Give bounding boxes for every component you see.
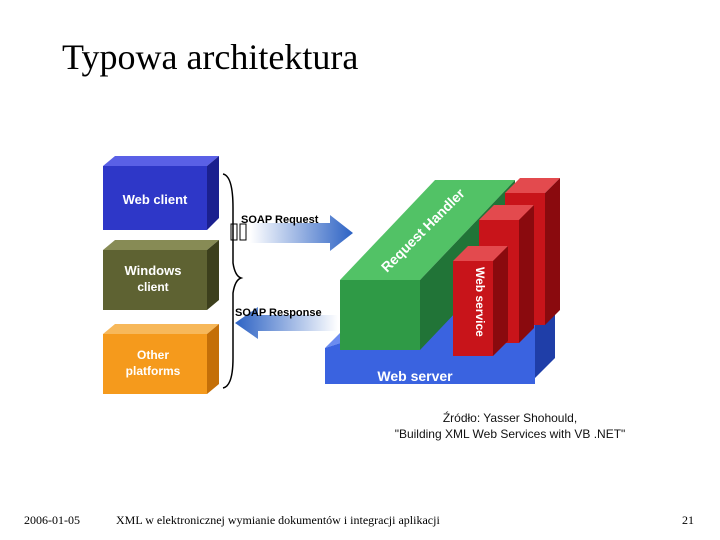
soap-response-label: SOAP Response	[235, 307, 322, 319]
web-server-label: Web server	[377, 368, 453, 384]
windows-client-label-2: client	[137, 280, 168, 294]
source-line-2: "Building XML Web Services with VB .NET"	[394, 427, 626, 441]
web-service-block-front: Web service	[453, 246, 508, 356]
other-platforms-label-1: Other	[137, 348, 169, 362]
footer-date: 2006-01-05	[24, 513, 80, 527]
other-platforms-label-2: platforms	[126, 364, 181, 378]
soap-request-label: SOAP Request	[241, 214, 319, 226]
web-client-box: Web client	[103, 156, 219, 230]
page-number: 21	[682, 513, 694, 527]
other-platforms-box: Other platforms	[103, 324, 219, 394]
windows-client-label-1: Windows	[125, 263, 182, 278]
source-line-1: Źródło: Yasser Shohould,	[442, 411, 578, 425]
soap-response-arrow: SOAP Response	[235, 307, 338, 339]
source-citation: Źródło: Yasser Shohould, "Building XML W…	[360, 410, 660, 442]
windows-client-box: Windows client	[103, 240, 219, 310]
architecture-diagram: Web server Web client Windows client Oth…	[103, 156, 560, 394]
web-client-label: Web client	[123, 192, 188, 207]
footer-title: XML w elektronicznej wymianie dokumentów…	[116, 513, 440, 527]
web-service-label: Web service	[473, 267, 487, 337]
slide-title: Typowa architektura	[62, 37, 359, 77]
clients-bracket	[222, 173, 244, 389]
soap-request-arrow: SOAP Request	[230, 214, 353, 251]
